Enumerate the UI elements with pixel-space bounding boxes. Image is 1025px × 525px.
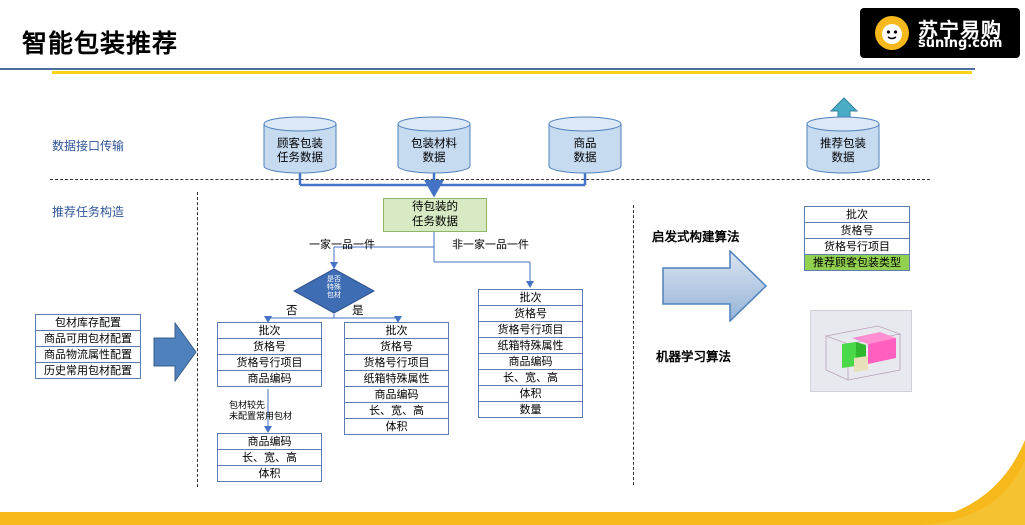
table-cell: 商品编码 — [345, 387, 448, 403]
database-cylinder-icon — [806, 116, 880, 174]
footer-band — [0, 512, 1025, 525]
table-cell-highlight: 推荐顾客包装类型 — [805, 255, 909, 270]
page-title: 智能包装推荐 — [22, 29, 179, 58]
table-cell: 体积 — [479, 386, 582, 402]
footer-curve-decoration — [880, 440, 1025, 525]
table-no-branch-sub: 商品编码 长、宽、高 体积 — [217, 433, 322, 482]
database-cylinder-icon — [548, 116, 622, 174]
table-cell: 批次 — [479, 290, 582, 306]
table-cell: 货格号 — [805, 223, 909, 239]
table-cell: 商品可用包材配置 — [36, 331, 140, 347]
table-cell: 包材库存配置 — [36, 315, 140, 331]
table-cell: 纸箱特殊属性 — [479, 338, 582, 354]
header-divider-yellow — [52, 71, 972, 74]
db-packaging-material: 包装材料 数据 — [397, 116, 471, 174]
table-cell: 批次 — [345, 323, 448, 339]
pending-task-box: 待包装的 任务数据 — [383, 198, 487, 232]
table-cell: 货格号行项目 — [218, 355, 321, 371]
vertical-divider-right — [633, 205, 634, 485]
table-no-branch: 批次 货格号 货格号行项目 商品编码 — [217, 322, 322, 387]
db-recommend-output: 推荐包装 数据 — [806, 116, 880, 174]
table-yes-branch: 批次 货格号 货格号行项目 纸箱特殊属性 商品编码 长、宽、高 体积 — [344, 322, 449, 435]
header-divider-blue — [0, 68, 975, 70]
table-cell: 体积 — [258, 467, 281, 480]
right-arrow-icon — [153, 322, 197, 382]
table-cell: 货格号 — [345, 339, 448, 355]
big-right-arrow-icon — [662, 250, 768, 322]
db-customer-task: 顾客包装 任务数据 — [263, 116, 337, 174]
branch-label-multi: 非一家一品一件 — [452, 238, 529, 251]
algorithm-ml: 机器学习算法 — [656, 349, 732, 364]
decision-yes-label: 是 — [352, 303, 364, 317]
decision-text: 是否 特殊 包材 — [327, 275, 341, 299]
table-cell: 历史常用包材配置 — [44, 364, 132, 377]
table-cell: 长、宽、高 — [345, 403, 448, 419]
table-cell: 体积 — [385, 420, 408, 433]
table-cell: 货格号行项目 — [345, 355, 448, 371]
config-list-table: 包材库存配置 商品可用包材配置 商品物流属性配置 历史常用包材配置 — [35, 314, 141, 379]
table-cell: 商品编码 — [218, 434, 321, 450]
table-cell: 货格号行项目 — [479, 322, 582, 338]
db-product-label: 商品 数据 — [573, 136, 597, 164]
database-cylinder-icon — [263, 116, 337, 174]
vertical-divider-left — [197, 192, 198, 487]
table-multi-branch: 批次 货格号 货格号行项目 纸箱特殊属性 商品编码 长、宽、高 体积 数量 — [478, 289, 583, 418]
table-cell: 商品编码 — [479, 354, 582, 370]
packing-3d-icon — [824, 325, 902, 381]
database-cylinder-icon — [397, 116, 471, 174]
row-label-task-construct: 推荐任务构造 — [52, 205, 125, 219]
db-product: 商品 数据 — [548, 116, 622, 174]
branch-label-single: 一家一品一件 — [309, 238, 375, 251]
table-result: 批次 货格号 货格号行项目 推荐顾客包装类型 — [804, 206, 910, 271]
table-cell: 货格号 — [479, 306, 582, 322]
table-cell: 批次 — [805, 207, 909, 223]
table-cell: 货格号 — [218, 339, 321, 355]
logo-brand-en: suning.com — [918, 36, 1003, 51]
decision-no-label: 否 — [286, 303, 298, 317]
lion-logo-icon — [875, 16, 909, 50]
logo-brand-cn: 苏宁易购 — [918, 18, 1002, 42]
row-label-data-interface: 数据接口传输 — [52, 139, 125, 153]
no-branch-note: 包材较先 未配置常用包材 — [229, 401, 293, 422]
table-cell: 长、宽、高 — [479, 370, 582, 386]
decision-diamond — [293, 268, 375, 314]
table-cell: 长、宽、高 — [218, 450, 321, 466]
db-packaging-material-label: 包装材料 数据 — [411, 136, 457, 164]
algorithm-heuristic: 启发式构建算法 — [652, 229, 740, 244]
table-cell: 批次 — [218, 323, 321, 339]
table-cell: 商品物流属性配置 — [36, 347, 140, 363]
db-recommend-output-label: 推荐包装 数据 — [820, 136, 866, 164]
db-customer-task-label: 顾客包装 任务数据 — [277, 136, 323, 164]
section-divider — [50, 179, 930, 180]
table-cell: 数量 — [519, 403, 542, 416]
table-cell: 货格号行项目 — [805, 239, 909, 255]
table-cell: 商品编码 — [247, 372, 292, 385]
table-cell: 纸箱特殊属性 — [345, 371, 448, 387]
